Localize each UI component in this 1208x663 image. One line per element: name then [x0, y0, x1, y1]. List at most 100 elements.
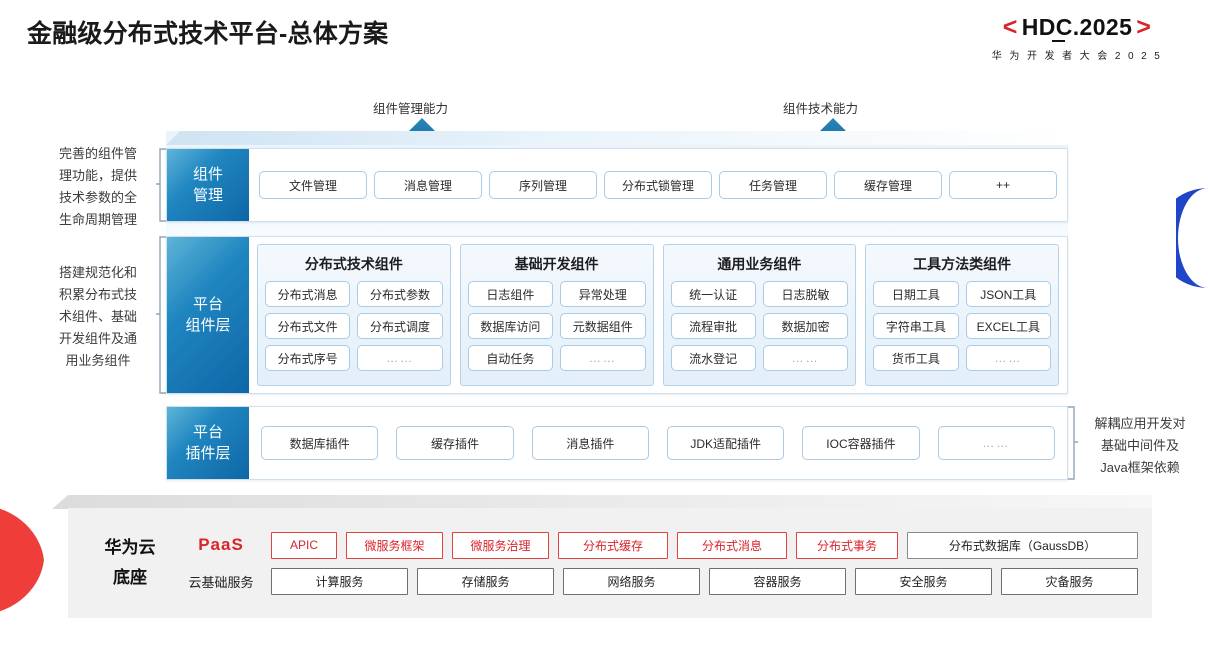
cloud-service-chip[interactable]: 网络服务 — [563, 567, 700, 595]
component-management-item[interactable]: 文件管理 — [259, 171, 367, 199]
cloud-base-row-infra: 云基础服务 计算服务 存储服务 网络服务 容器服务 安全服务 灾备服务 — [180, 567, 1138, 595]
layer-label-component-management: 组件 管理 — [167, 149, 249, 221]
component-management-item[interactable]: 消息管理 — [374, 171, 482, 199]
plugin-item[interactable]: JDK适配插件 — [666, 426, 785, 460]
layer-label-line: 插件层 — [185, 445, 231, 462]
paas-service-chip-database[interactable]: 分布式数据库（GaussDB） — [907, 531, 1138, 559]
cloud-base-rows: PaaS APIC 微服务框架 微服务治理 分布式缓存 分布式消息 分布式事务 … — [178, 531, 1138, 595]
paas-service-chip[interactable]: APIC — [271, 531, 337, 559]
component-item[interactable]: 分布式调度 — [357, 313, 443, 339]
paas-service-chip[interactable]: 微服务治理 — [452, 531, 549, 559]
layer-label-line: 平台 — [192, 424, 223, 441]
hdc-bracket-right-icon: > — [1136, 13, 1152, 41]
side-note-line: 完善的组件管 — [58, 146, 137, 161]
plugin-item[interactable]: IOC容器插件 — [802, 426, 920, 460]
component-item[interactable]: 分布式参数 — [357, 281, 443, 307]
side-note-line: 解耦应用开发对 — [1094, 416, 1186, 431]
layer-label-line: 管理 — [192, 187, 223, 204]
component-item[interactable]: 字符串工具 — [873, 313, 959, 339]
plugin-item[interactable]: 缓存插件 — [396, 426, 514, 460]
component-item[interactable]: 分布式序号 — [265, 345, 351, 371]
component-management-item-more[interactable]: ++ — [949, 171, 1057, 199]
component-group-rows: 分布式消息 分布式参数 分布式文件 分布式调度 分布式序号 …… — [265, 281, 443, 379]
layer-component-management: 组件 管理 文件管理 消息管理 序列管理 分布式锁管理 任务管理 缓存管理 ++ — [166, 148, 1068, 222]
cloud-base-panel: 华为云 底座 PaaS APIC 微服务框架 微服务治理 分布式缓存 分布式消息… — [52, 495, 1152, 620]
paas-service-chip[interactable]: 分布式事务 — [796, 531, 898, 559]
component-item[interactable]: 元数据组件 — [560, 313, 646, 339]
layer-label-platform-plugin: 平台 插件层 — [167, 407, 249, 479]
component-group-title: 工具方法类组件 — [913, 256, 1012, 272]
layer-label-line: 组件层 — [185, 317, 231, 334]
component-item[interactable]: 日志组件 — [467, 281, 554, 307]
component-group-row: 日志组件 异常处理 — [467, 281, 646, 307]
component-item[interactable]: 自动任务 — [467, 345, 554, 371]
component-item[interactable]: 日期工具 — [873, 281, 959, 307]
component-item[interactable]: 流水登记 — [670, 345, 756, 371]
component-management-item[interactable]: 任务管理 — [719, 171, 827, 199]
cloud-base-title: 华为云 底座 — [82, 533, 178, 593]
component-group-row: 分布式消息 分布式参数 — [265, 281, 443, 307]
plugin-item-more[interactable]: …… — [937, 426, 1055, 460]
layer-label-line: 组件 — [192, 166, 223, 183]
cloud-service-chip[interactable]: 存储服务 — [417, 567, 554, 595]
component-item[interactable]: 异常处理 — [560, 281, 646, 307]
side-note-line: 理功能，提供 — [58, 168, 137, 183]
component-group-row: 分布式序号 …… — [265, 345, 443, 371]
component-management-item[interactable]: 序列管理 — [489, 171, 597, 199]
paas-service-chip[interactable]: 微服务框架 — [346, 531, 443, 559]
side-note-line: 术组件、基础 — [58, 309, 137, 324]
cloud-base-title-line: 华为云 — [104, 538, 156, 557]
component-group-basic-dev: 基础开发组件 日志组件 异常处理 数据库访问 元数据组件 自动任务 …… — [459, 244, 654, 386]
blue-lens-decoration — [1176, 188, 1208, 288]
component-item[interactable]: 货币工具 — [873, 345, 959, 371]
bracket-left-component-icon — [156, 236, 169, 394]
cloud-service-chip[interactable]: 安全服务 — [855, 567, 992, 595]
cloud-service-chip[interactable]: 灾备服务 — [1001, 567, 1138, 595]
layer-body-component-management: 文件管理 消息管理 序列管理 分布式锁管理 任务管理 缓存管理 ++ — [249, 149, 1067, 221]
hdc-logo: < HDC.2025 > 华 为 开 发 者 大 会 2 0 2 5 — [962, 13, 1192, 63]
component-item-more[interactable]: …… — [762, 345, 849, 371]
plugin-item[interactable]: 数据库插件 — [261, 426, 379, 460]
component-management-item[interactable]: 分布式锁管理 — [604, 171, 712, 199]
component-item[interactable]: 分布式文件 — [265, 313, 351, 339]
red-wedge-decoration — [0, 508, 44, 612]
component-group-business: 通用业务组件 统一认证 日志脱敏 流程审批 数据加密 流水登记 …… — [662, 244, 857, 386]
paas-service-chip[interactable]: 分布式缓存 — [558, 531, 668, 559]
component-item[interactable]: 流程审批 — [670, 313, 756, 339]
component-group-title: 分布式技术组件 — [304, 256, 403, 272]
component-management-item[interactable]: 缓存管理 — [834, 171, 942, 199]
component-item[interactable]: 数据加密 — [762, 313, 849, 339]
layer-body-platform-plugin: 数据库插件 缓存插件 消息插件 JDK适配插件 IOC容器插件 …… — [249, 407, 1067, 479]
cloud-service-chip[interactable]: 计算服务 — [271, 567, 408, 595]
component-item[interactable]: EXCEL工具 — [965, 313, 1051, 339]
cloud-base-body: 华为云 底座 PaaS APIC 微服务框架 微服务治理 分布式缓存 分布式消息… — [68, 508, 1152, 618]
side-note-line: 积累分布式技 — [58, 287, 137, 302]
component-group-row: 字符串工具 EXCEL工具 — [873, 313, 1051, 339]
component-group-row: 统一认证 日志脱敏 — [670, 281, 849, 307]
plugin-item[interactable]: 消息插件 — [531, 426, 649, 460]
layer-label-platform-component: 平台 组件层 — [167, 237, 249, 393]
capability-label-technology: 组件技术能力 — [783, 102, 859, 116]
component-item[interactable]: 分布式消息 — [265, 281, 351, 307]
side-note-line: 基础中间件及 — [1100, 438, 1179, 453]
bracket-right-plugin-icon — [1065, 406, 1078, 480]
component-group-rows: 统一认证 日志脱敏 流程审批 数据加密 流水登记 …… — [670, 281, 849, 379]
component-item-more[interactable]: …… — [560, 345, 646, 371]
component-item[interactable]: 日志脱敏 — [762, 281, 849, 307]
component-item-more[interactable]: …… — [357, 345, 443, 371]
component-item[interactable]: JSON工具 — [965, 281, 1051, 307]
cloud-base-bevel — [52, 495, 1152, 509]
cloud-base-row-paas: PaaS APIC 微服务框架 微服务治理 分布式缓存 分布式消息 分布式事务 … — [180, 531, 1138, 559]
component-group-title: 基础开发组件 — [514, 256, 599, 272]
component-item-more[interactable]: …… — [965, 345, 1051, 371]
component-item[interactable]: 数据库访问 — [467, 313, 554, 339]
component-group-row: 数据库访问 元数据组件 — [467, 313, 646, 339]
side-note-left-component: 搭建规范化和 积累分布式技 术组件、基础 开发组件及通 用业务组件 — [38, 262, 158, 372]
component-group-row: 流水登记 …… — [670, 345, 849, 371]
component-item[interactable]: 统一认证 — [670, 281, 756, 307]
paas-service-chip[interactable]: 分布式消息 — [677, 531, 787, 559]
cloud-service-chip[interactable]: 容器服务 — [709, 567, 846, 595]
side-note-line: 开发组件及通 — [58, 331, 137, 346]
hdc-logo-main: < HDC.2025 > — [962, 13, 1192, 42]
cloud-base-row-label-infra: 云基础服务 — [188, 574, 254, 590]
